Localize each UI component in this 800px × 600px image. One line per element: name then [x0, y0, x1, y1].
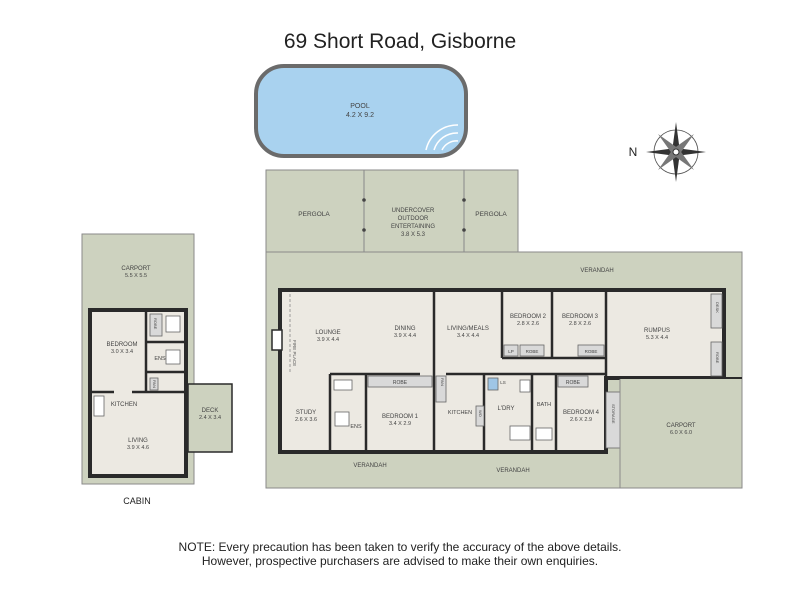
cabin-robe-label: ROBE — [153, 318, 158, 330]
verandah-bottom-left-label: VERANDAH — [353, 463, 386, 469]
robe-bedroom3-label: ROBE — [585, 349, 598, 354]
room-labels: LOUNGE 3.9 X 4.4 DINING 3.9 X 4.4 LIVING… — [295, 302, 720, 436]
cabin-labels: CARPORT 5.5 X 5.5 BEDROOM 3.0 X 3.4 ENS … — [106, 266, 221, 506]
compass: N — [629, 122, 706, 182]
cabin-title: CABIN — [123, 496, 151, 506]
cabin-pantry-label: PAN — [152, 380, 157, 388]
outdoor-area: PERGOLA UNDERCOVER OUTDOOR ENTERTAINING … — [265, 169, 519, 253]
disclaimer-note: NOTE: Every precaution has been taken to… — [0, 540, 800, 568]
laundry-label: L'DRY — [497, 406, 514, 412]
ls-label: LS — [500, 380, 506, 385]
storage-label: STORAGE — [611, 404, 616, 424]
room-dims-lounge: 3.9 X 4.4 — [317, 337, 339, 343]
room-dims-bedroom4: 2.6 X 2.9 — [570, 417, 592, 423]
cabin-kitchen-label: KITCHEN — [111, 402, 137, 408]
pool-shape — [254, 64, 468, 158]
room-dims-carport: 6.0 X 6.0 — [670, 430, 692, 436]
entertaining-label-1: UNDERCOVER — [392, 208, 435, 214]
verandah-top-label: VERANDAH — [580, 268, 613, 274]
room-dims-living-meals: 3.4 X 4.4 — [457, 333, 479, 339]
cabin-bedroom-name: BEDROOM — [106, 342, 137, 348]
fireplace-label: FIRE PLACE — [292, 340, 297, 366]
desk-label: DESK — [715, 302, 720, 313]
room-dims-bedroom3: 2.8 X 2.6 — [569, 321, 591, 327]
cabin-living-name: LIVING — [128, 438, 148, 444]
pool-label: POOL — [350, 103, 370, 110]
room-dims-bedroom2: 2.8 X 2.6 — [517, 321, 539, 327]
room-name-bedroom2: BEDROOM 2 — [510, 314, 547, 320]
pool: POOL 4.2 X 9.2 — [254, 64, 468, 158]
room-name-bedroom1: BEDROOM 1 — [382, 414, 419, 420]
room-name-bedroom3: BEDROOM 3 — [562, 314, 599, 320]
cabin-carport-dims: 5.5 X 5.5 — [125, 273, 147, 279]
cabin-bedroom-dims: 3.0 X 3.4 — [111, 349, 133, 355]
bath-label: BATH — [537, 402, 551, 408]
cabin-living-dims: 3.9 X 4.6 — [127, 445, 149, 451]
room-name-living-meals: LIVING/MEALS — [447, 326, 489, 332]
pantry-label: PAN — [440, 378, 445, 386]
pergola-left-label: PERGOLA — [298, 211, 330, 218]
page-title: 69 Short Road, Gisborne — [283, 30, 517, 53]
cabin — [81, 233, 233, 485]
room-dims-dining: 3.9 X 4.4 — [394, 333, 416, 339]
compass-north-label: N — [629, 145, 638, 159]
deck-dims: 2.4 X 3.4 — [199, 415, 221, 421]
cabin-ens-label: ENS — [154, 356, 166, 362]
wo-label: WO — [478, 410, 483, 417]
entertaining-dims: 3.8 X 5.3 — [401, 232, 426, 238]
deck-name: DECK — [202, 408, 219, 414]
room-name-study: STUDY — [296, 410, 316, 416]
robe-bedroom4-label: ROBE — [566, 380, 581, 386]
ens-label: ENS — [350, 424, 362, 430]
house-carport — [606, 377, 743, 489]
room-dims-study: 2.6 X 3.6 — [295, 417, 317, 423]
robe-bedroom2-label: ROBE — [526, 349, 539, 354]
room-name-bedroom4: BEDROOM 4 — [563, 410, 600, 416]
disclaimer-line-1: NOTE: Every precaution has been taken to… — [178, 540, 622, 554]
room-name-dining: DINING — [395, 326, 416, 332]
lp-label: LP — [508, 349, 514, 354]
room-name-lounge: LOUNGE — [315, 330, 340, 336]
pool-dims: 4.2 X 9.2 — [346, 112, 374, 119]
pool-steps — [425, 124, 459, 151]
verandah-bottom-right-label: VERANDAH — [496, 468, 529, 474]
room-name-carport: CARPORT — [666, 423, 696, 429]
room-dims-bedroom1: 3.4 X 2.9 — [389, 421, 411, 427]
disclaimer-line-2: However, prospective purchasers are advi… — [201, 554, 599, 568]
cabin-carport-name: CARPORT — [121, 266, 151, 272]
entertaining-label-3: ENTERTAINING — [391, 224, 435, 230]
pergola-right-label: PERGOLA — [475, 211, 507, 218]
robe-bedroom1-label: ROBE — [393, 380, 408, 386]
room-dims-rumpus: 5.3 X 4.4 — [646, 335, 668, 341]
kitchen-label: KITCHEN — [448, 410, 472, 416]
robe-rumpus-label: ROBE — [715, 352, 720, 364]
entertaining-label-2: OUTDOOR — [398, 216, 429, 222]
room-name-rumpus: RUMPUS — [644, 328, 670, 334]
